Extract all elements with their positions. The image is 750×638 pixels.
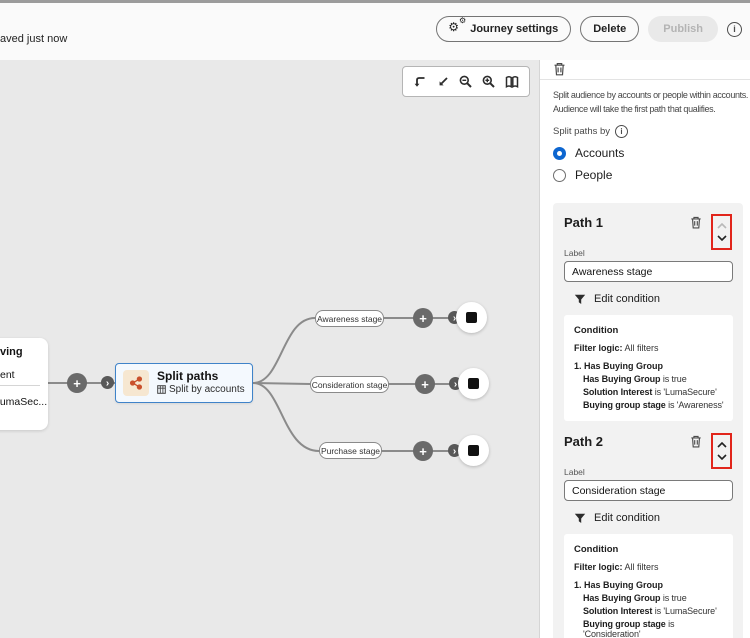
split-paths-icon xyxy=(123,370,149,396)
end-node[interactable] xyxy=(458,435,489,466)
end-icon xyxy=(468,378,479,389)
annotation-highlight xyxy=(711,433,732,469)
plus-icon xyxy=(73,376,81,391)
divider xyxy=(540,79,750,80)
journey-settings-label: Journey settings xyxy=(470,23,559,35)
plus-icon xyxy=(419,311,427,326)
upstream-node-text: LumaSec... xyxy=(0,396,48,408)
end-icon xyxy=(466,312,477,323)
divider xyxy=(0,385,40,386)
gear-icon: ⚙⚙ xyxy=(448,16,467,34)
condition-rule: Buying group stage is 'Awareness' xyxy=(583,400,724,410)
condition-summary: Condition Filter logic: All filters 1. H… xyxy=(564,534,733,638)
header-actions: ⚙⚙ Journey settings Delete Publish i xyxy=(436,16,742,42)
path-2-card: Path 2 Label Edit condition xyxy=(553,422,743,638)
delete-node-trash-icon[interactable] xyxy=(552,61,567,80)
label-caption: Label xyxy=(564,248,585,258)
end-node[interactable] xyxy=(458,368,489,399)
publish-button[interactable]: Publish xyxy=(648,16,718,42)
path-title: Path 2 xyxy=(564,434,604,449)
radio-accounts[interactable]: Accounts xyxy=(553,146,624,160)
filter-icon xyxy=(574,513,586,523)
branch-label-awareness: Awareness stage xyxy=(315,310,384,327)
annotation-highlight xyxy=(711,214,732,250)
node-title: Split paths xyxy=(157,369,219,383)
window-top-strip xyxy=(0,0,750,3)
path-title: Path 1 xyxy=(564,215,604,230)
journey-settings-button[interactable]: ⚙⚙ Journey settings xyxy=(436,16,572,42)
radio-unselected-icon xyxy=(553,168,566,182)
plus-icon xyxy=(421,377,429,392)
path-label-input[interactable] xyxy=(564,480,733,501)
end-icon xyxy=(468,445,479,456)
upstream-node-text: ent xyxy=(0,369,15,381)
condition-rule: Solution Interest is 'LumaSecure' xyxy=(583,387,717,397)
label-caption: Label xyxy=(564,467,585,477)
info-icon[interactable]: i xyxy=(615,125,629,138)
branch-label-consideration: Consideration stage xyxy=(310,376,389,393)
connector-wires xyxy=(47,317,460,452)
move-path-down-button[interactable] xyxy=(716,454,727,460)
canvas-toolbar xyxy=(402,66,530,97)
move-path-up-button[interactable] xyxy=(716,442,727,448)
condition-rule: Has Buying Group is true xyxy=(583,593,687,603)
delete-label: Delete xyxy=(593,23,627,35)
add-node-button[interactable] xyxy=(413,308,433,328)
collapse-view-icon[interactable] xyxy=(433,72,453,92)
filter-icon xyxy=(574,294,586,304)
condition-rule: Buying group stage is 'Consideration' xyxy=(583,619,675,638)
delete-button[interactable]: Delete xyxy=(580,16,640,42)
reroute-arrow-icon[interactable] xyxy=(410,72,430,92)
branch-label-purchase: Purchase stage xyxy=(319,442,382,459)
path-label-input[interactable] xyxy=(564,261,733,282)
split-paths-by-row: Split paths by i xyxy=(553,125,629,138)
plus-icon xyxy=(419,444,427,459)
upstream-node-partial[interactable]: ving ent LumaSec... xyxy=(0,338,48,430)
zoom-out-icon[interactable] xyxy=(456,72,476,92)
add-node-button[interactable] xyxy=(415,374,435,394)
port-chevron-icon xyxy=(448,444,461,457)
journey-canvas[interactable]: ving ent LumaSec... Split paths Split by… xyxy=(0,60,539,638)
split-paths-by-label: Split paths by xyxy=(553,126,611,137)
move-path-down-button[interactable] xyxy=(716,235,727,241)
minimap-icon[interactable] xyxy=(502,72,522,92)
save-status: aved just now xyxy=(0,33,68,45)
publish-label: Publish xyxy=(663,23,703,35)
panel-description: Split audience by accounts or people wit… xyxy=(553,90,749,114)
delete-path-trash-icon[interactable] xyxy=(689,434,703,452)
condition-rule: Solution Interest is 'LumaSecure' xyxy=(583,606,717,616)
edit-condition-button[interactable]: Edit condition xyxy=(574,293,660,305)
zoom-in-icon[interactable] xyxy=(479,72,499,92)
properties-panel: Split audience by accounts or people wit… xyxy=(539,60,750,638)
condition-rule: Has Buying Group is true xyxy=(583,374,687,384)
grid-icon xyxy=(157,385,166,394)
delete-path-trash-icon[interactable] xyxy=(689,215,703,233)
radio-selected-icon xyxy=(553,146,566,160)
edit-condition-button[interactable]: Edit condition xyxy=(574,512,660,524)
add-node-button[interactable] xyxy=(67,373,87,393)
radio-people[interactable]: People xyxy=(553,168,612,182)
condition-summary: Condition Filter logic: All filters 1. H… xyxy=(564,315,733,421)
path-1-card: Path 1 Label Edit condition xyxy=(553,203,743,432)
info-icon[interactable]: i xyxy=(727,21,742,37)
add-node-button[interactable] xyxy=(413,441,433,461)
split-paths-node[interactable]: Split paths Split by accounts xyxy=(115,363,253,403)
port-chevron-icon xyxy=(101,376,114,389)
node-subtitle: Split by accounts xyxy=(169,384,245,395)
move-path-up-button[interactable] xyxy=(716,223,727,229)
upstream-node-text: ving xyxy=(0,346,23,358)
end-node[interactable] xyxy=(456,302,487,333)
